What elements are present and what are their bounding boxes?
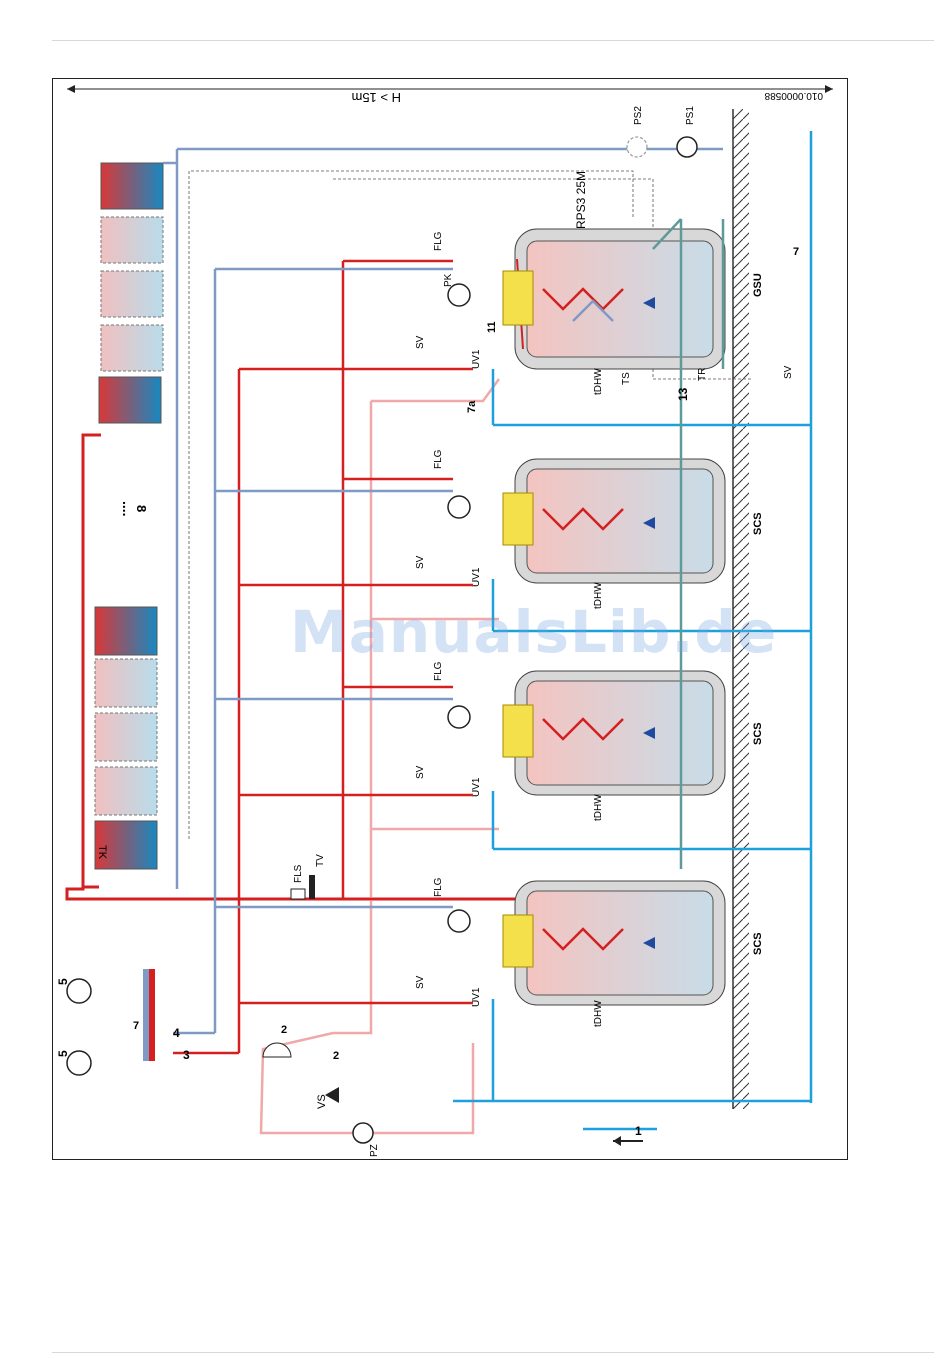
collector-gap-dots: .... xyxy=(120,501,136,517)
branch-return-lines xyxy=(215,269,453,907)
tank-module-gsu: GSU RPS3 25M tDHW TS TR FLG SV UV1 PK xyxy=(415,171,764,395)
sv-label-2: SV xyxy=(415,555,426,569)
vs-label: VS xyxy=(316,1094,328,1109)
sv-label-4: SV xyxy=(415,975,426,989)
collector-9 xyxy=(95,767,157,815)
n5-label-1: 5 xyxy=(56,978,70,985)
flg-label-1: FLG xyxy=(433,231,444,251)
n3-label: 3 xyxy=(183,1048,190,1062)
n2-label-a: 2 xyxy=(333,1050,339,1062)
collector-sensor-label: TK xyxy=(96,845,108,860)
heating-manifold: 5 5 4 3 7 xyxy=(56,969,190,1075)
rps-model-label: RPS3 25M xyxy=(574,171,588,229)
pk-label-1: PK xyxy=(443,273,454,287)
doc-code: 010.0000588 xyxy=(764,90,823,101)
sv-label-3: SV xyxy=(415,765,426,779)
tdhw-label-3: tDHW xyxy=(593,794,604,821)
tank-module-scs-2: SCS tDHW FLG SV UV1 xyxy=(415,661,764,821)
solar-collector-field: 8 .... TK xyxy=(95,163,163,869)
fls-label: FLS xyxy=(293,864,304,883)
gsu-label: GSU xyxy=(752,273,764,297)
tr-label: TR xyxy=(697,368,708,381)
tv-sensor-label: TV xyxy=(315,854,326,867)
scs-label-3: SCS xyxy=(752,932,764,955)
n13-label: 13 xyxy=(676,387,690,401)
bottom-rule xyxy=(52,1352,934,1353)
collector-2 xyxy=(101,217,163,263)
collector-6 xyxy=(95,607,157,655)
pump-ps2: PS2 xyxy=(627,106,647,157)
top-rule xyxy=(52,40,934,41)
circulation-main xyxy=(261,401,473,1133)
ps2-label: PS2 xyxy=(633,106,644,125)
flg-label-2: FLG xyxy=(433,449,444,469)
height-dimension: H > 15m 010.0000588 xyxy=(67,85,833,105)
tdhw-label-4: tDHW xyxy=(593,1000,604,1027)
n4-label: 4 xyxy=(173,1026,180,1040)
sv-label-1: SV xyxy=(415,335,426,349)
fls-sensor: FLS TV xyxy=(291,854,326,899)
n2-label-b: 2 xyxy=(281,1024,287,1036)
collector-5 xyxy=(99,377,161,423)
flow-arrow-label: 1 xyxy=(635,1124,642,1138)
ts-label: TS xyxy=(621,372,632,385)
n7-label-right: 7 xyxy=(793,246,799,258)
watermark-text: ManualsLib.de xyxy=(290,598,777,666)
n7-label-manifold: 7 xyxy=(133,1020,139,1032)
n11-label: 11 xyxy=(486,321,498,333)
circulation-group: PZ VS 2 2 xyxy=(263,1024,380,1157)
tdhw-label-1: tDHW xyxy=(593,368,604,395)
height-note: H > 15m xyxy=(352,90,402,105)
flg-label-4: FLG xyxy=(433,877,444,897)
pump-ps1: PS1 xyxy=(677,106,697,157)
collector-8 xyxy=(95,713,157,761)
uv1-label-1: UV1 xyxy=(471,349,482,369)
scs-label-1: SCS xyxy=(752,512,764,535)
sv-label-right: SV xyxy=(783,365,794,379)
collector-1 xyxy=(101,163,163,209)
pz-label: PZ xyxy=(369,1144,380,1157)
heating-return-main xyxy=(173,269,215,1033)
scs-label-2: SCS xyxy=(752,722,764,745)
flow-arrow: 1 xyxy=(613,1124,643,1146)
collector-4 xyxy=(101,325,163,371)
collector-7 xyxy=(95,659,157,707)
collector-3 xyxy=(101,271,163,317)
n5-label-2: 5 xyxy=(56,1050,70,1057)
n7a-label: 7a xyxy=(466,400,478,413)
ps1-label: PS1 xyxy=(685,106,696,125)
